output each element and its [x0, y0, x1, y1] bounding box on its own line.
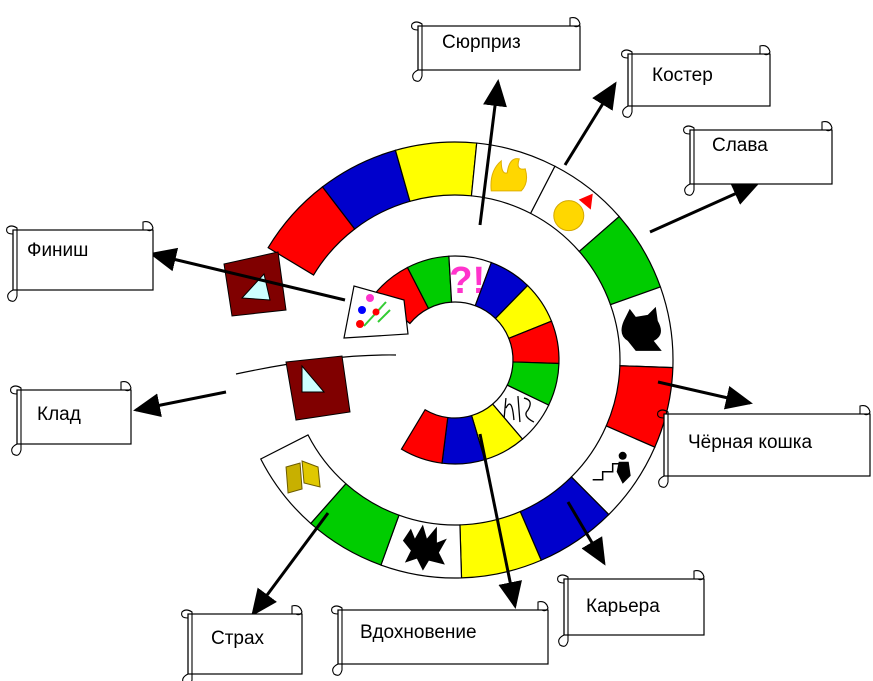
arrow-fire	[563, 81, 617, 166]
label-surprise: Сюрприз	[442, 32, 521, 53]
start-marker	[285, 355, 351, 421]
scroll-label-finish: Финиш	[6, 221, 154, 302]
scroll-label-fire: Костер	[621, 45, 771, 118]
label-finish: Финиш	[27, 240, 88, 261]
arrow-finish	[149, 247, 346, 302]
career-ladder-icon	[592, 451, 631, 484]
finish-cell	[343, 285, 409, 339]
outer-cell-cat	[609, 286, 674, 369]
label-fire: Костер	[652, 65, 713, 86]
label-inspiration: Вдохновение	[360, 622, 477, 643]
scroll-label-black-cat: Чёрная кошка	[657, 405, 871, 488]
inner-track: ?!	[373, 255, 560, 465]
scroll-label-inspiration: Вдохновение	[331, 601, 549, 676]
medal-icon	[553, 193, 593, 232]
treasure-boxes-icon	[285, 460, 321, 494]
outer-track	[235, 141, 674, 579]
inspiration-scribble-icon	[503, 396, 535, 423]
inner-cell-surprise: ?!	[448, 255, 493, 307]
outer-cell-fear	[380, 514, 463, 579]
outer-cell-fire	[470, 142, 556, 215]
label-treasure: Клад	[37, 404, 81, 425]
label-black-cat: Чёрная кошка	[688, 432, 812, 453]
arrow-surprise	[478, 79, 507, 226]
outer-cell-yellow	[394, 141, 478, 203]
arrow-fear	[251, 512, 330, 617]
scroll-label-fear: Страх	[181, 605, 303, 681]
scroll-label-treasure: Клад	[10, 381, 132, 456]
arrow-career	[566, 501, 606, 566]
arrow-fame	[649, 182, 760, 234]
outer-cell-treasure	[259, 434, 347, 525]
fear-monster-icon	[402, 524, 447, 571]
arrow-treasure	[133, 390, 227, 418]
black-cat-icon	[621, 306, 662, 351]
label-career: Карьера	[586, 596, 660, 617]
scroll-label-fame: Слава	[683, 121, 833, 196]
label-fear: Страх	[211, 628, 265, 649]
pointer-arrows	[133, 79, 760, 617]
arrow-inspiration	[478, 433, 522, 609]
flowers-icon	[356, 294, 391, 328]
scroll-label-surprise: Сюрприз	[411, 17, 581, 82]
inner-cell-red	[400, 408, 449, 464]
label-fame: Слава	[712, 135, 768, 156]
scroll-label-career: Карьера	[557, 570, 705, 647]
fire-icon	[490, 158, 528, 192]
arrow-black-cat	[657, 380, 753, 410]
